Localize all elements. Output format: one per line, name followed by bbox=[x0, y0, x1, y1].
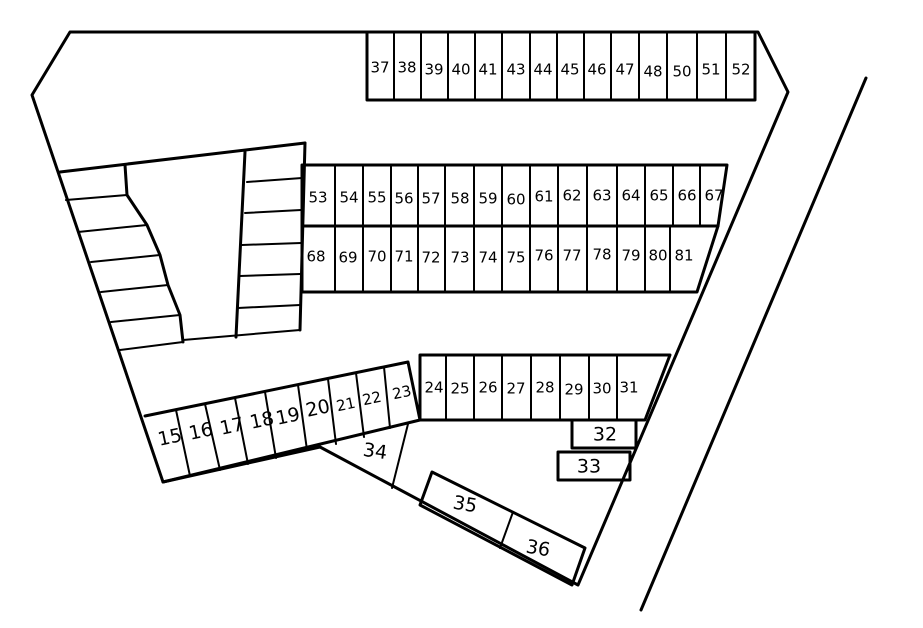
space-67: 67 bbox=[704, 187, 723, 205]
space-74: 74 bbox=[478, 249, 497, 267]
space-21: 21 bbox=[335, 394, 357, 416]
space-72: 72 bbox=[421, 249, 440, 267]
space-41: 41 bbox=[478, 61, 497, 79]
space-32-box bbox=[570, 418, 638, 450]
space-31: 31 bbox=[619, 379, 638, 397]
space-30: 30 bbox=[592, 380, 611, 398]
space-35: 35 bbox=[451, 492, 479, 518]
space-23: 23 bbox=[391, 382, 413, 404]
space-62: 62 bbox=[562, 187, 581, 205]
space-58: 58 bbox=[450, 190, 469, 208]
space-76: 76 bbox=[534, 247, 553, 265]
space-20: 20 bbox=[304, 395, 332, 422]
space-78: 78 bbox=[592, 246, 611, 264]
space-32: 32 bbox=[593, 424, 617, 446]
space-47: 47 bbox=[615, 61, 634, 79]
space-65: 65 bbox=[649, 187, 668, 205]
space-57: 57 bbox=[421, 190, 440, 208]
space-36: 36 bbox=[524, 536, 552, 562]
space-45: 45 bbox=[560, 61, 579, 79]
row-15-23 bbox=[143, 360, 422, 484]
space-66: 66 bbox=[677, 187, 696, 205]
space-46: 46 bbox=[587, 61, 606, 79]
space-48: 48 bbox=[643, 63, 662, 81]
unnumbered-block bbox=[58, 141, 307, 351]
space-39: 39 bbox=[424, 61, 443, 79]
space-16: 16 bbox=[187, 418, 215, 445]
space-17: 17 bbox=[218, 413, 246, 440]
space-51: 51 bbox=[701, 61, 720, 79]
space-68: 68 bbox=[306, 248, 325, 266]
space-73: 73 bbox=[450, 249, 469, 267]
space-63: 63 bbox=[592, 187, 611, 205]
spaces-35-36 bbox=[418, 470, 587, 587]
space-34-divider bbox=[391, 423, 409, 489]
space-33-box bbox=[556, 450, 632, 482]
space-27: 27 bbox=[506, 380, 525, 398]
space-33: 33 bbox=[577, 456, 601, 478]
space-60: 60 bbox=[506, 191, 525, 209]
space-38: 38 bbox=[397, 59, 416, 77]
space-24: 24 bbox=[424, 379, 443, 397]
space-69: 69 bbox=[338, 249, 357, 267]
space-40: 40 bbox=[451, 61, 470, 79]
space-44: 44 bbox=[533, 61, 552, 79]
space-19: 19 bbox=[274, 403, 302, 430]
space-79: 79 bbox=[621, 247, 640, 265]
space-28: 28 bbox=[535, 379, 554, 397]
row-24-31 bbox=[418, 353, 672, 422]
space-54: 54 bbox=[339, 189, 358, 207]
lot-boundary bbox=[30, 30, 790, 587]
space-43: 43 bbox=[506, 61, 525, 79]
space-59: 59 bbox=[478, 190, 497, 208]
space-77: 77 bbox=[562, 247, 581, 265]
space-52: 52 bbox=[731, 61, 750, 79]
space-71: 71 bbox=[394, 248, 413, 266]
space-53: 53 bbox=[308, 189, 327, 207]
space-29: 29 bbox=[564, 381, 583, 399]
space-18: 18 bbox=[248, 407, 276, 434]
space-75: 75 bbox=[506, 249, 525, 267]
road-edge bbox=[639, 76, 868, 612]
space-55: 55 bbox=[367, 189, 386, 207]
space-80: 80 bbox=[648, 247, 667, 265]
space-34: 34 bbox=[362, 439, 389, 464]
space-64: 64 bbox=[621, 187, 640, 205]
space-81: 81 bbox=[674, 247, 693, 265]
space-22: 22 bbox=[361, 388, 383, 410]
space-56: 56 bbox=[394, 190, 413, 208]
row-37-52 bbox=[365, 30, 757, 102]
space-61: 61 bbox=[534, 188, 553, 206]
space-70: 70 bbox=[367, 248, 386, 266]
space-50: 50 bbox=[672, 63, 691, 81]
space-25: 25 bbox=[450, 380, 469, 398]
space-26: 26 bbox=[478, 379, 497, 397]
space-15: 15 bbox=[156, 424, 184, 451]
space-37: 37 bbox=[370, 59, 389, 77]
